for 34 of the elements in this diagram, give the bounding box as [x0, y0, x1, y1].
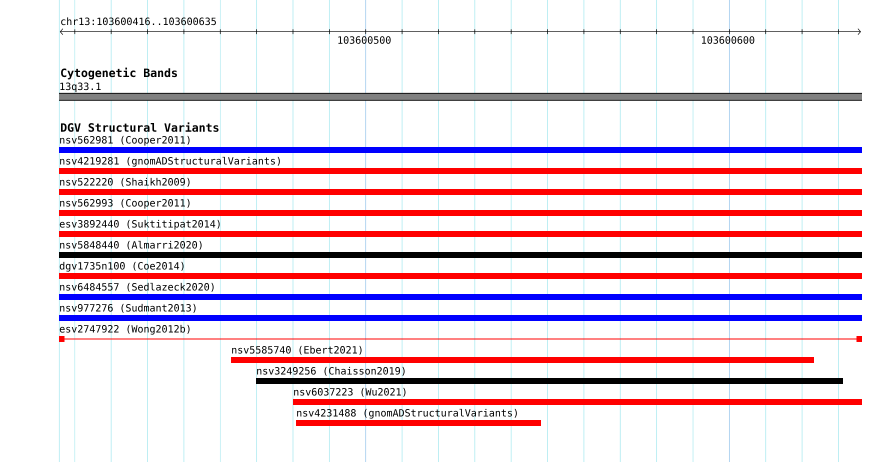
feature-bar: nsv4219281 (gnomADStructuralVariants)	[59, 156, 862, 174]
feature-bar: nsv5585740 (Ebert2021)	[231, 346, 814, 363]
tick-label: 103600500	[338, 36, 391, 44]
cytoband-bar: 13q33.1	[58, 82, 862, 101]
node-label: nsv522220 (Shaikh2009)	[60, 178, 190, 187]
feature-bar: nsv5848440 (Almarri2020)	[59, 240, 862, 258]
node-label: nsv5585740 (Ebert2021)	[232, 346, 362, 355]
node-label: nsv5848440 (Almarri2020)	[60, 240, 202, 250]
feature-bar: nsv562993 (Cooper2011)	[59, 198, 862, 216]
feature-bar: nsv6484557 (Sedlazeck2020)	[59, 282, 862, 300]
track-heading: DGV Structural Variants	[60, 122, 218, 132]
node-label: nsv4231488 (gnomADStructuralVariants)	[297, 408, 517, 419]
feature-bar: nsv6037223 (Wu2021)	[293, 388, 862, 405]
node-label: nsv562981 (Cooper2011)	[60, 136, 190, 146]
feature-bar: nsv3249256 (Chaisson2019)	[256, 366, 843, 384]
node-label: nsv562993 (Cooper2011)	[60, 198, 190, 209]
node-label: nsv6484557 (Sedlazeck2020)	[60, 282, 214, 292]
node-label: esv3892440 (Suktitipat2014)	[60, 220, 220, 230]
node-label: 13q33.1	[60, 82, 101, 92]
node-label: nsv4219281 (gnomADStructuralVariants)	[60, 156, 280, 167]
feature-bar: nsv977276 (Sudmant2013)	[59, 304, 862, 321]
track-heading: Cytogenetic Bands	[61, 68, 177, 80]
feature-bar: nsv4231488 (gnomADStructuralVariants)	[296, 408, 541, 426]
feature-line: esv2747922 (Wong2012b)	[59, 324, 862, 342]
feature-bar: nsv562981 (Cooper2011)	[59, 136, 862, 153]
node-label: nsv3249256 (Chaisson2019)	[257, 366, 405, 376]
tick-label: 103600600	[702, 36, 754, 44]
node-label: dgv1735n100 (Coe2014)	[60, 262, 184, 272]
feature-bar: dgv1735n100 (Coe2014)	[59, 262, 862, 279]
feature-bar: esv3892440 (Suktitipat2014)	[59, 220, 862, 237]
node-label: nsv6037223 (Wu2021)	[294, 388, 406, 397]
node-label: nsv977276 (Sudmant2013)	[60, 304, 196, 313]
feature-bar: nsv522220 (Shaikh2009)	[59, 178, 862, 195]
coordinate-label: chr13:103600416..103600635	[61, 17, 216, 26]
